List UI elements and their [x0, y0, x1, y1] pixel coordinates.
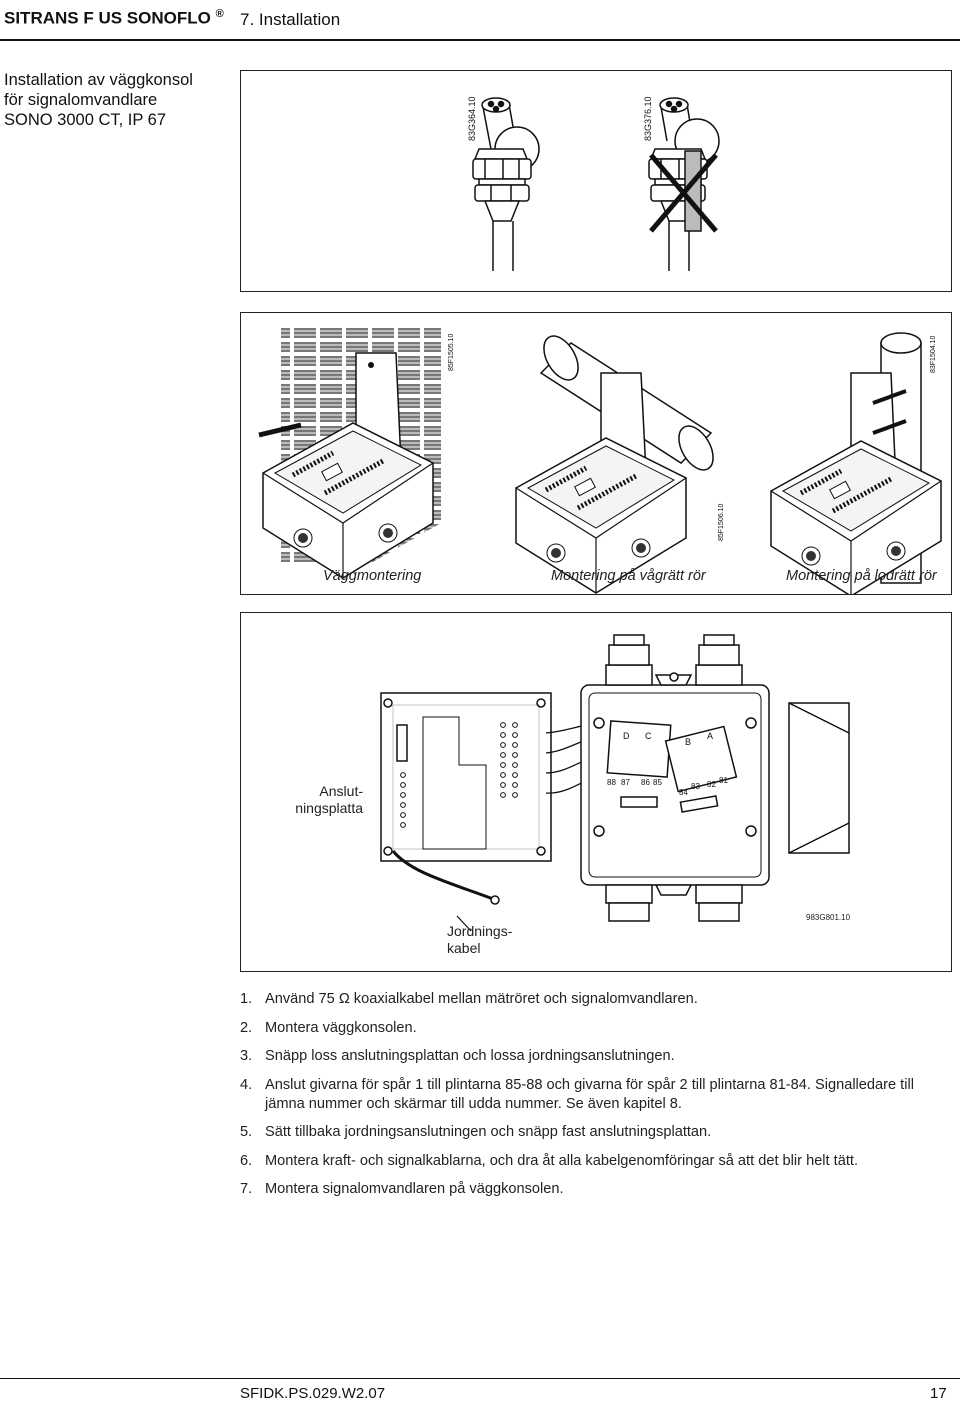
- step-number: 3.: [240, 1048, 253, 1064]
- incorrect-gland-illustration: [648, 97, 720, 271]
- figure-code-horizontal: 85F1506.10: [718, 504, 725, 541]
- step-item: 7. Montera signalomvandlaren på väggkonso…: [240, 1180, 952, 1199]
- connection-drawing: D C B A 88 87 86 85 84 83 82 81: [380, 634, 850, 932]
- terminal-housing-illustration: [580, 634, 850, 922]
- step-text: Montera signalomvandlaren på väggkonsole…: [265, 1181, 564, 1197]
- figure-code-right: 83G376.10: [643, 96, 653, 141]
- brand-name: SITRANS F US SONOFLO: [4, 8, 211, 28]
- registered-mark: ®: [215, 8, 224, 20]
- label-line: kabel: [447, 940, 481, 956]
- step-number: 4.: [240, 1076, 253, 1093]
- ground-cable-pointer: [456, 915, 472, 932]
- figure-code-connection: 983G801.10: [806, 913, 851, 922]
- chapter-title: 7. Installation: [240, 10, 341, 29]
- wall-mount-illustration: [258, 325, 441, 578]
- terminal-letter: D: [623, 731, 630, 741]
- caption-wall: Väggmontering: [323, 568, 422, 584]
- terminal-number: 81: [719, 776, 728, 785]
- caption-horizontal: Montering på vågrätt rör: [551, 568, 706, 584]
- cable-gland-drawing: 83G364.10 83G376.10: [467, 96, 720, 271]
- step-text: Snäpp loss anslutningsplattan och lossa …: [265, 1048, 675, 1064]
- terminal-letter: C: [645, 731, 652, 741]
- step-text: Montera kraft- och signalkablarna, och d…: [265, 1152, 858, 1169]
- vertical-pipe-mount-illustration: [771, 332, 941, 594]
- step-item: 6. Montera kraft- och signalkablarna, och…: [240, 1152, 952, 1171]
- horizontal-pipe-mount-illustration: [516, 335, 714, 593]
- caption-vertical: Montering på lodrätt rör: [786, 568, 937, 584]
- step-number: 7.: [240, 1181, 253, 1197]
- figure-code-vertical: 83F1504.10: [930, 336, 937, 373]
- terminal-number: 88: [607, 778, 616, 787]
- correct-gland-illustration: [472, 97, 540, 271]
- label-line: ningsplatta: [295, 800, 363, 816]
- step-number: 1.: [240, 991, 253, 1007]
- section-title-line: Installation av väggkonsol: [4, 71, 193, 89]
- step-text: Använd 75 Ω koaxialkabel mellan mätröret…: [265, 991, 698, 1007]
- terminal-letter: A: [707, 731, 713, 741]
- step-item: 3. Snäpp loss anslutningsplattan och loss…: [240, 1047, 952, 1066]
- mounting-drawing: 85F1505.10 85F1506.10 83F1504.10: [258, 325, 951, 594]
- terminal-number: 83: [691, 782, 700, 791]
- step-number: 5.: [240, 1124, 253, 1140]
- section-title-line: för signalomvandlare: [4, 91, 158, 109]
- step-item: 4. Anslut givarna för spår 1 till plintar…: [240, 1076, 952, 1114]
- step-number: 2.: [240, 1019, 253, 1036]
- mounting-options-figure: 85F1505.10 85F1506.10 83F1504.10 Väggmon…: [240, 312, 952, 595]
- step-item: 2. Montera väggkonsolen.: [240, 1019, 952, 1038]
- label-ground-cable: Jordnings- kabel: [447, 923, 512, 957]
- terminal-letter: B: [685, 737, 691, 747]
- step-text: Montera väggkonsolen.: [265, 1019, 417, 1036]
- section-title-line: SONO 3000 CT, IP 67: [4, 111, 167, 129]
- figure-code-wall: 85F1505.10: [448, 334, 455, 371]
- step-item: 1. Använd 75 Ω koaxialkabel mellan mätrör…: [240, 990, 952, 1009]
- page-number: 17: [930, 1385, 947, 1402]
- step-text: Anslut givarna för spår 1 till plintarna…: [265, 1076, 914, 1112]
- terminal-number: 86: [641, 778, 650, 787]
- terminal-number: 82: [707, 780, 716, 789]
- label-line: Anslut-: [319, 783, 363, 799]
- step-text: Sätt tillbaka jordningsanslutningen och …: [265, 1124, 712, 1140]
- footer-divider: [0, 1378, 960, 1379]
- figure-code-left: 83G364.10: [467, 96, 477, 141]
- document-id: SFIDK.PS.029.W2.07: [240, 1385, 386, 1402]
- terminal-number: 85: [653, 778, 662, 787]
- section-title: Installation av väggkonsol för signalomv…: [4, 70, 229, 130]
- header-brand: SITRANS F US SONOFLO ®: [4, 8, 224, 29]
- connection-figure: D C B A 88 87 86 85 84 83 82 81 Anslut- …: [240, 612, 952, 972]
- header-divider: [0, 39, 960, 41]
- terminal-number: 84: [679, 788, 688, 797]
- terminal-number: 87: [621, 778, 630, 787]
- label-line: Jordnings-: [447, 923, 513, 939]
- cable-gland-figure: 83G364.10 83G376.10: [240, 70, 952, 292]
- step-item: 5. Sätt tillbaka jordningsanslutningen oc…: [240, 1123, 952, 1142]
- installation-steps: 1. Använd 75 Ω koaxialkabel mellan mätrör…: [240, 990, 952, 1209]
- label-connection-plate: Anslut- ningsplatta: [291, 783, 363, 817]
- step-number: 6.: [240, 1152, 253, 1169]
- connection-plate-illustration: [380, 692, 552, 905]
